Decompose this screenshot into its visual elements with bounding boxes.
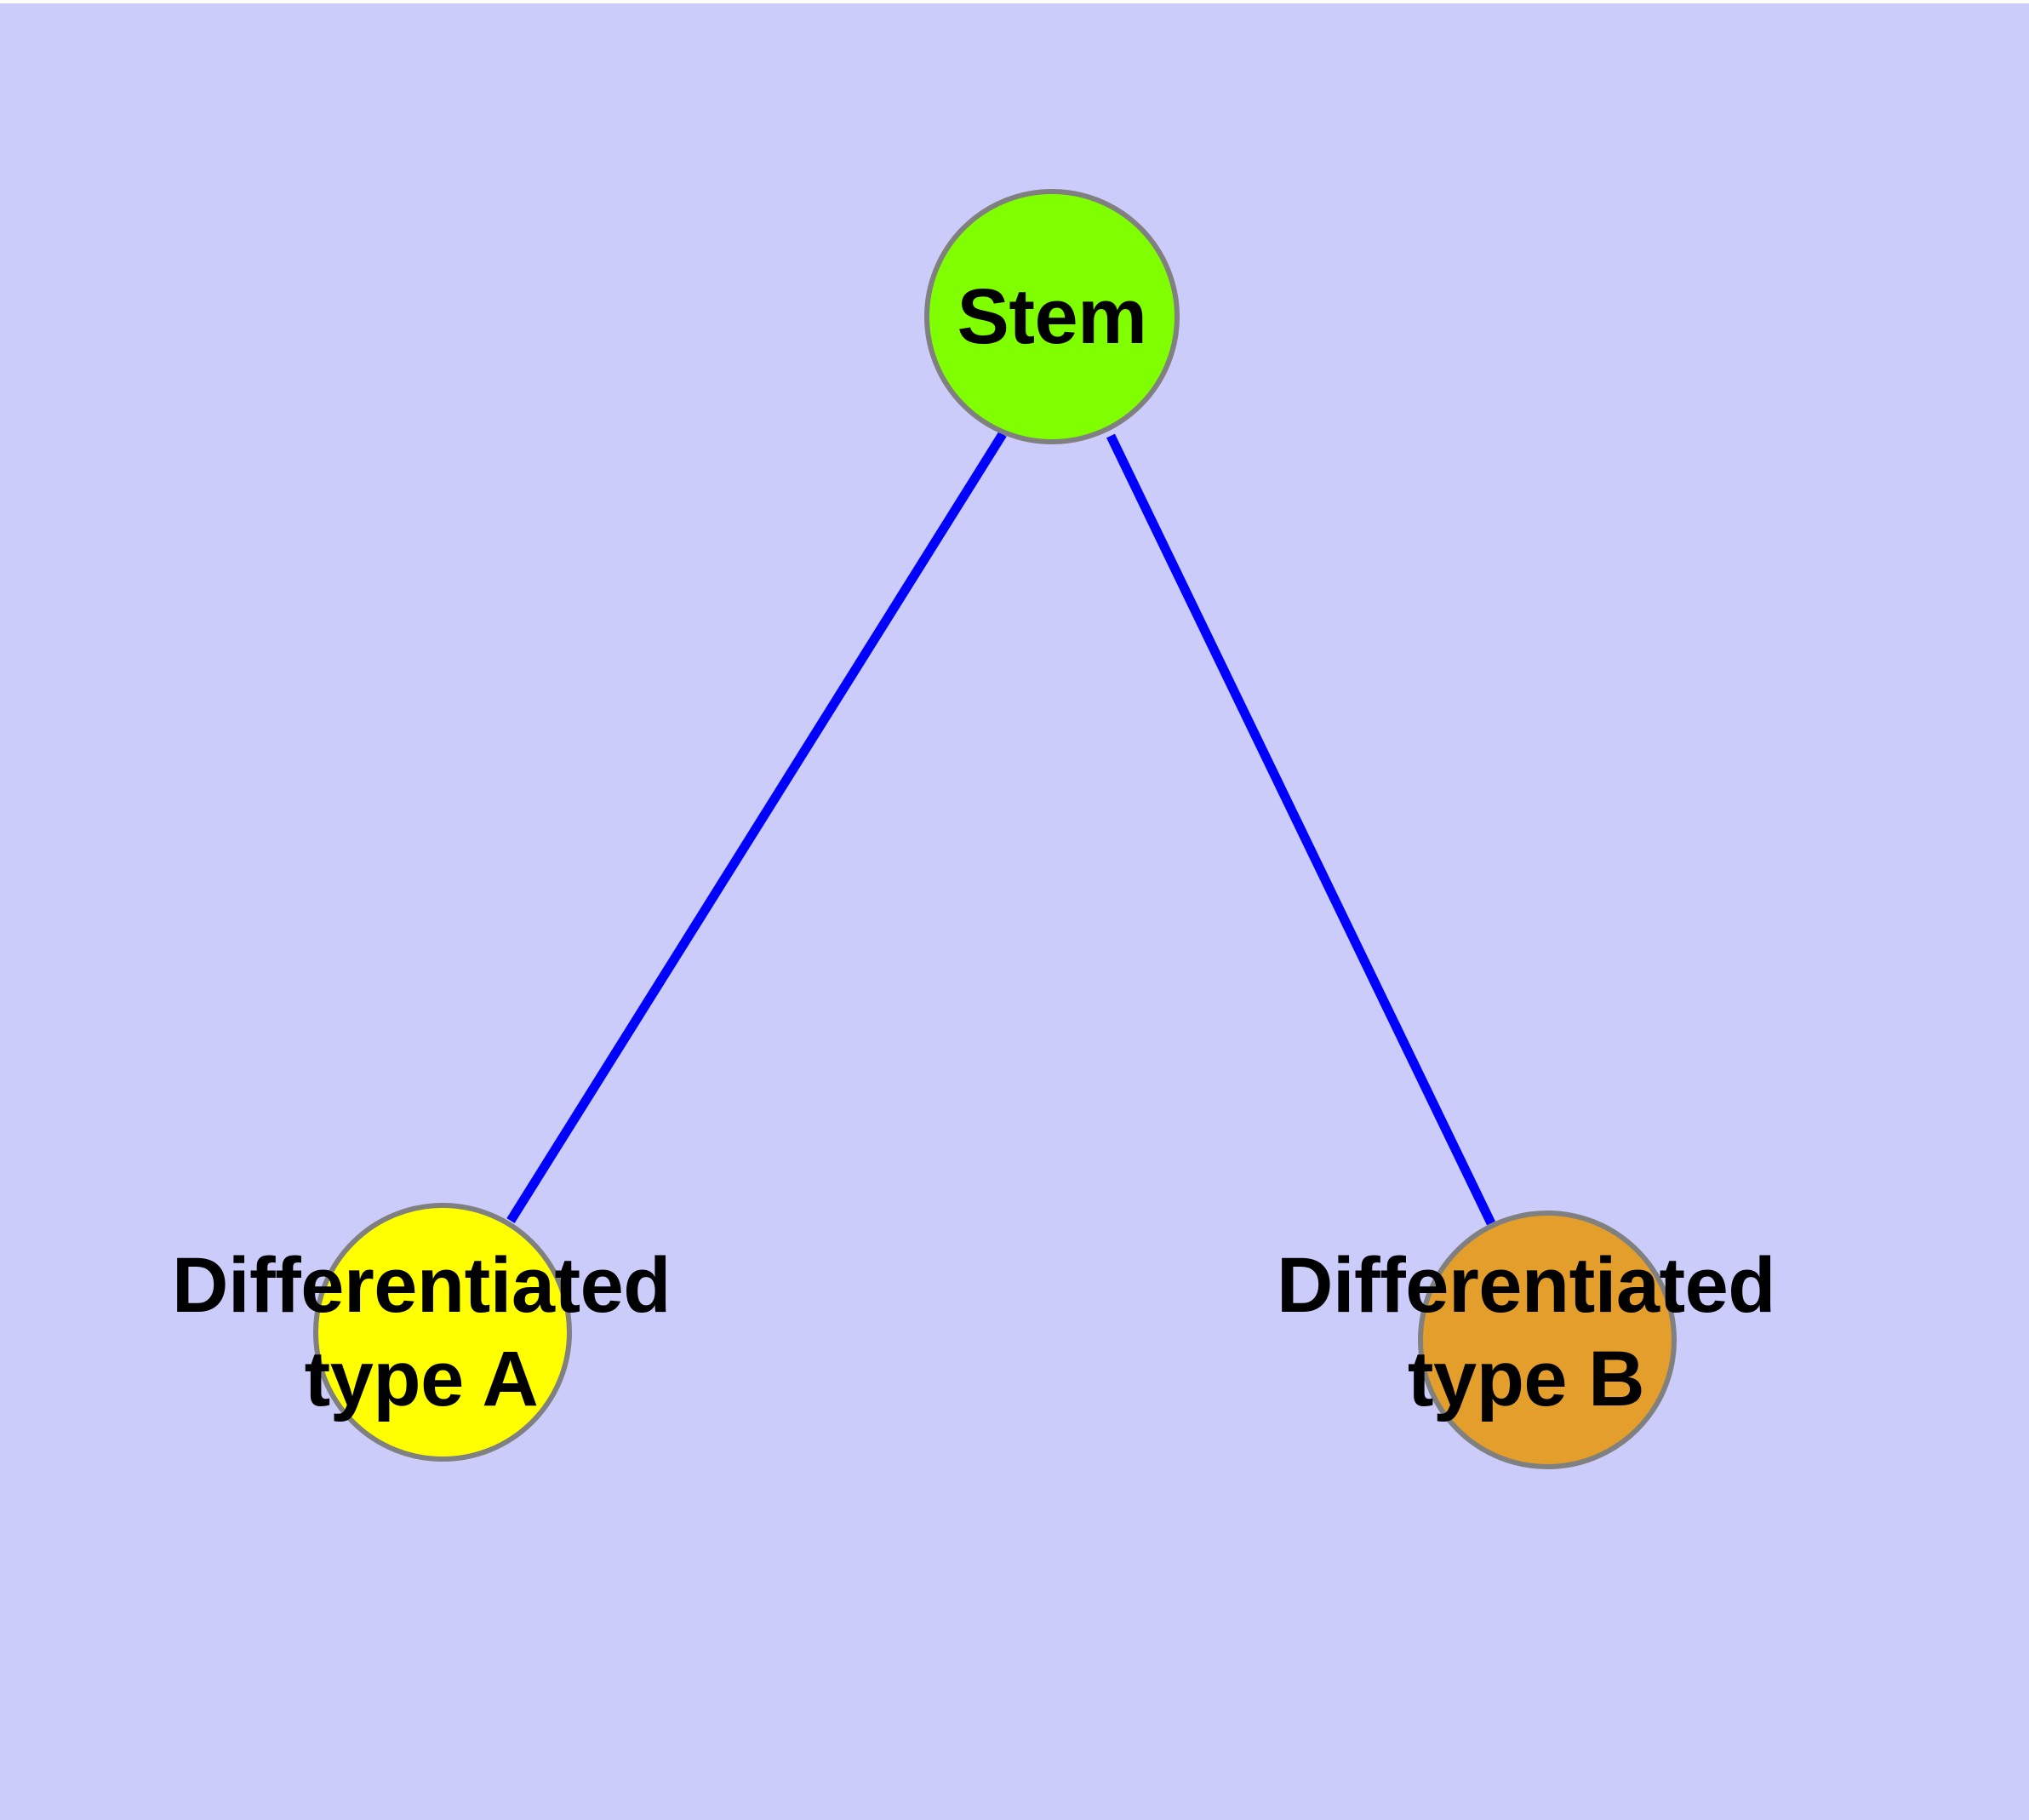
edge-layer <box>506 432 1495 1226</box>
edge-stem-to-diff-a <box>506 432 1007 1223</box>
node-stem-circle[interactable] <box>924 189 1180 444</box>
node-diff-b-circle[interactable] <box>1418 1210 1677 1469</box>
edge-stem-to-diff-b <box>1106 433 1495 1226</box>
node-layer <box>313 189 1677 1469</box>
node-diff-a-circle[interactable] <box>313 1203 572 1462</box>
